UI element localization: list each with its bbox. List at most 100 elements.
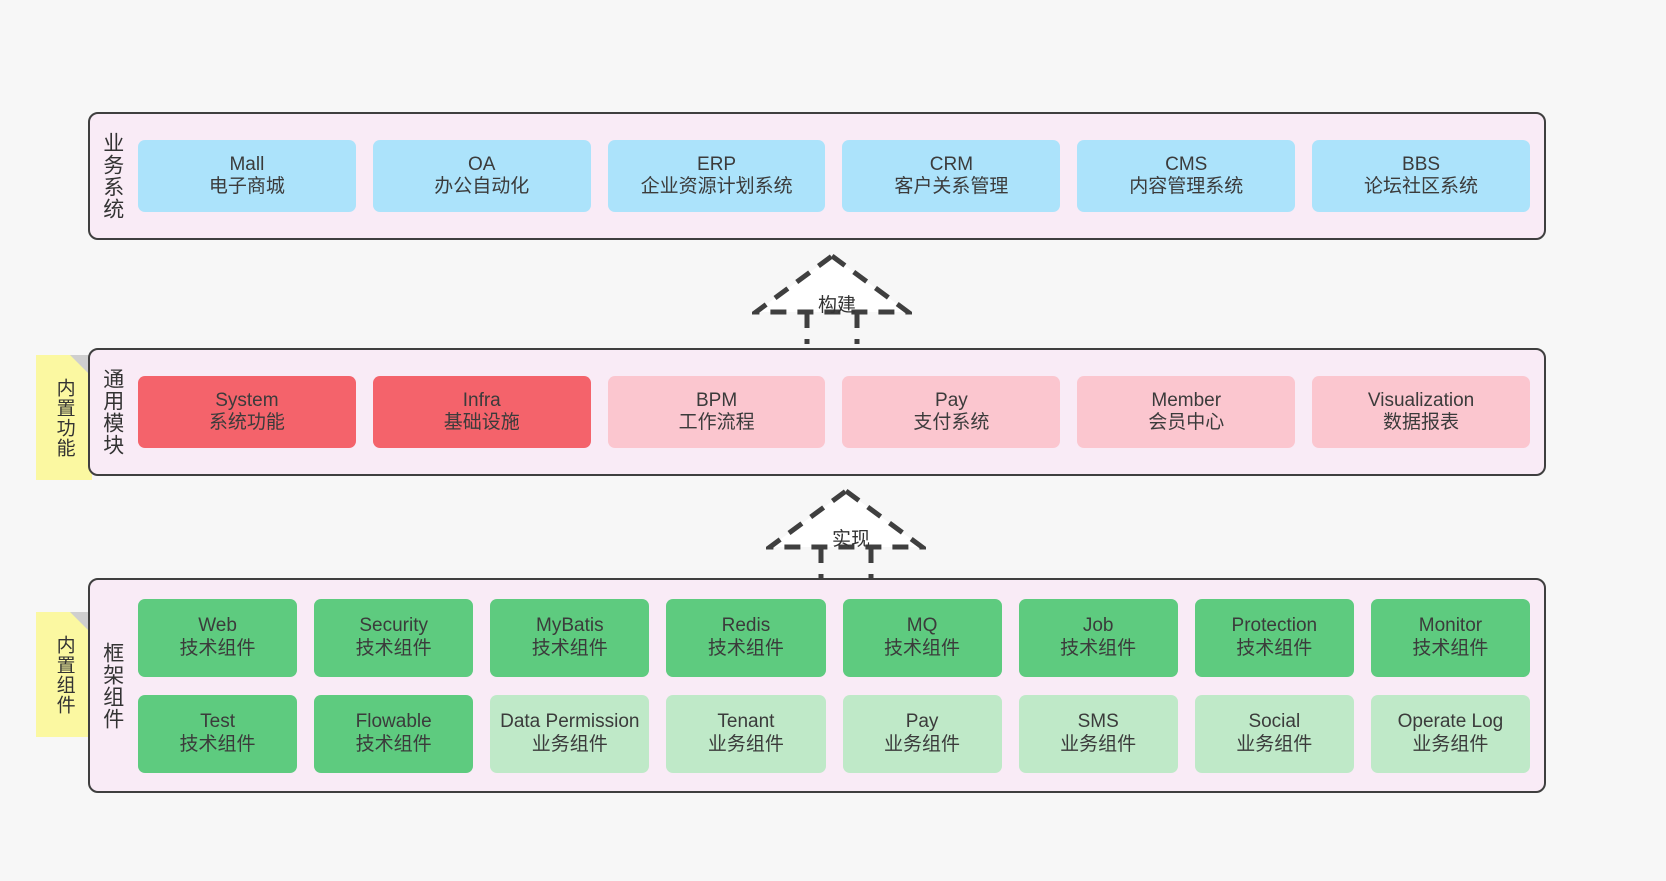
module-box-visualization[interactable]: Visualization 数据报表 [1312,376,1530,448]
module-subtitle: 数据报表 [1383,412,1460,433]
layer-framework-components: 框架组件 Web 技术组件 Security 技术组件 MyBatis 技术组件… [88,578,1546,793]
module-name: OA [468,153,496,175]
arrow-label-build: 构建 [818,295,857,316]
layer-title-business-system: 业务系统 [100,132,124,220]
component-name: MyBatis [536,615,604,637]
component-name: Protection [1231,615,1318,637]
layer-business-system: 业务系统 Mall 电子商城 OA 办公自动化 ERP 企业资源计划系统 CRM… [88,112,1546,240]
module-name: Pay [935,389,968,411]
component-subtitle: 技术组件 [1236,637,1313,659]
module-subtitle: 客户关系管理 [894,176,1009,197]
component-subtitle: 技术组件 [179,637,256,659]
component-name: Test [200,711,235,733]
layer-title-common-modules: 通用模块 [100,368,124,456]
note-label: 内置功能 [53,377,75,458]
component-name: Redis [721,615,771,637]
component-box-social[interactable]: Social 业务组件 [1194,694,1354,773]
module-subtitle: 电子商城 [208,176,285,197]
component-subtitle: 业务组件 [1412,733,1489,755]
component-box-test[interactable]: Test 技术组件 [138,694,298,773]
component-box-security[interactable]: Security 技术组件 [314,598,474,677]
module-box-cms[interactable]: CMS 内容管理系统 [1077,140,1296,212]
layer-common-modules: 通用模块 System 系统功能 Infra 基础设施 BPM 工作流程 Pay… [88,348,1546,476]
module-subtitle: 基础设施 [443,412,520,433]
component-subtitle: 业务组件 [884,733,961,755]
component-box-job[interactable]: Job 技术组件 [1018,598,1178,677]
component-name: Pay [905,711,939,733]
layer-title-framework-components: 框架组件 [100,641,124,730]
component-name: Data Permission [500,711,640,733]
module-name: ERP [697,153,737,175]
module-name: BPM [695,389,738,411]
note-label: 内置组件 [53,634,75,715]
module-box-pay[interactable]: Pay 支付系统 [842,376,1061,448]
component-subtitle: 技术组件 [707,637,784,659]
module-subtitle: 支付系统 [913,412,990,433]
component-box-data-permission[interactable]: Data Permission 业务组件 [490,694,650,773]
component-name: SMS [1077,711,1119,733]
module-box-system[interactable]: System 系统功能 [138,376,356,448]
component-box-operate-log[interactable]: Operate Log 业务组件 [1370,694,1530,773]
component-name: Monitor [1418,615,1483,637]
module-name: System [215,389,279,411]
layer-body-common-modules: System 系统功能 Infra 基础设施 BPM 工作流程 Pay 支付系统… [134,350,1544,474]
component-box-tenant[interactable]: Tenant 业务组件 [666,694,826,773]
arrow-label-implement: 实现 [832,529,871,550]
module-subtitle: 会员中心 [1148,412,1225,433]
component-name: Social [1248,711,1301,733]
module-box-member[interactable]: Member 会员中心 [1077,376,1296,448]
module-subtitle: 内容管理系统 [1129,176,1244,197]
component-box-pay[interactable]: Pay 业务组件 [842,694,1002,773]
note-built-in-components: 内置组件 [36,612,92,737]
module-name: Member [1151,389,1222,411]
component-subtitle: 技术组件 [355,733,432,755]
module-name: CMS [1165,153,1208,175]
note-fold-corner-icon [70,612,92,634]
module-box-mall[interactable]: Mall 电子商城 [138,140,356,212]
component-name: Flowable [355,711,432,733]
note-built-in-functions: 内置功能 [36,355,92,480]
module-subtitle: 工作流程 [678,412,755,433]
module-name: Visualization [1367,389,1475,411]
module-name: BBS [1402,153,1441,175]
component-box-protection[interactable]: Protection 技术组件 [1194,598,1354,677]
component-name: Job [1082,615,1114,637]
module-name: CRM [929,153,974,175]
component-subtitle: 业务组件 [707,733,784,755]
component-subtitle: 技术组件 [179,733,256,755]
component-box-mq[interactable]: MQ 技术组件 [842,598,1002,677]
component-subtitle: 业务组件 [531,733,608,755]
component-subtitle: 技术组件 [355,637,432,659]
module-name: Mall [229,153,265,175]
component-box-web[interactable]: Web 技术组件 [138,598,298,677]
module-subtitle: 企业资源计划系统 [640,176,793,197]
module-box-erp[interactable]: ERP 企业资源计划系统 [607,140,826,212]
module-box-crm[interactable]: CRM 客户关系管理 [842,140,1061,212]
component-box-mybatis[interactable]: MyBatis 技术组件 [490,598,650,677]
component-subtitle: 技术组件 [884,637,961,659]
component-name: MQ [906,615,938,637]
module-subtitle: 论坛社区系统 [1364,176,1479,197]
component-box-flowable[interactable]: Flowable 技术组件 [314,694,474,773]
module-subtitle: 办公自动化 [434,176,530,197]
layer-body-business-system: Mall 电子商城 OA 办公自动化 ERP 企业资源计划系统 CRM 客户关系… [134,114,1544,238]
module-box-oa[interactable]: OA 办公自动化 [372,140,591,212]
component-box-monitor[interactable]: Monitor 技术组件 [1370,598,1530,677]
component-name: Tenant [717,711,775,733]
note-fold-corner-icon [70,355,92,377]
component-subtitle: 技术组件 [1060,637,1137,659]
module-name: Infra [462,389,501,411]
component-box-redis[interactable]: Redis 技术组件 [666,598,826,677]
component-subtitle: 业务组件 [1060,733,1137,755]
module-box-infra[interactable]: Infra 基础设施 [372,376,591,448]
module-row: Test 技术组件 Flowable 技术组件 Data Permission … [138,694,1530,773]
component-subtitle: 技术组件 [1412,637,1489,659]
component-box-sms[interactable]: SMS 业务组件 [1018,694,1178,773]
layer-body-framework-components: Web 技术组件 Security 技术组件 MyBatis 技术组件 Redi… [134,580,1544,791]
component-subtitle: 业务组件 [1236,733,1313,755]
module-box-bpm[interactable]: BPM 工作流程 [607,376,826,448]
component-subtitle: 技术组件 [531,637,608,659]
module-box-bbs[interactable]: BBS 论坛社区系统 [1312,140,1530,212]
module-subtitle: 系统功能 [208,412,285,433]
component-name: Security [359,615,428,637]
